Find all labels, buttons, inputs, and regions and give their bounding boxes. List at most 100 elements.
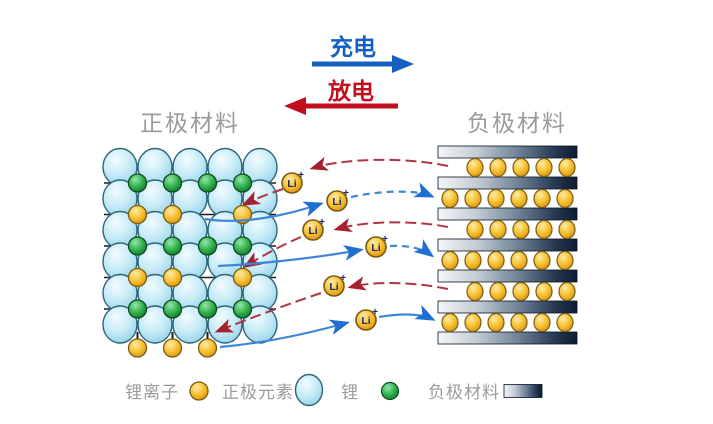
li-ion-site — [162, 338, 183, 358]
li-ion-symbol: Li — [308, 225, 317, 237]
legend: 锂离子 正极元素 锂 负极材料 — [125, 373, 543, 407]
anode-li-ion — [558, 219, 576, 240]
charge-path — [204, 201, 324, 222]
lithium-atom — [232, 299, 253, 319]
anode-li-ion — [512, 157, 530, 178]
legend-label-lithium: 锂 — [341, 383, 359, 402]
li-ion-symbol: Li — [332, 196, 341, 208]
anode-li-ion — [487, 250, 505, 271]
anode-li-ion — [464, 188, 482, 209]
anode-li-ion — [441, 188, 459, 209]
lithium-atom — [162, 299, 183, 319]
lithium-atom — [162, 173, 183, 193]
li-ion-charge: Li+ — [355, 307, 378, 331]
anode-li-ion — [441, 312, 459, 333]
charge-direction: 充电 — [312, 34, 414, 73]
anode-li-ion — [556, 250, 574, 271]
lithium-atom — [127, 236, 148, 256]
cathode-element-atom — [102, 305, 138, 344]
anode-li-ion — [556, 188, 574, 209]
discharge-arrow-head — [284, 97, 306, 115]
li-ion-discharge: Li+ — [302, 217, 325, 241]
anode-li-ion — [533, 188, 551, 209]
li-ion-site — [162, 204, 183, 225]
anode-bar — [437, 331, 578, 345]
anode-li-ion — [510, 312, 528, 333]
charge-arrow-head — [392, 55, 414, 73]
li-ion-site — [127, 204, 148, 225]
anode-li-ion — [464, 250, 482, 271]
lithium-atom — [162, 236, 183, 256]
lithium-atom — [197, 299, 218, 319]
li-ion-charge: Li+ — [326, 188, 349, 212]
ion-paths — [204, 156, 449, 349]
discharge-label: 放电 — [327, 78, 374, 104]
li-ion-body — [302, 219, 324, 241]
anode-bar — [437, 269, 578, 283]
anode-li-ion — [533, 312, 551, 333]
cathode-element-atom — [137, 305, 173, 344]
li-ion-charge-sign: + — [372, 307, 378, 318]
anode-li-ion — [464, 312, 482, 333]
anode-li-ion — [489, 219, 507, 240]
lithium-atom — [127, 299, 148, 319]
li-ion-charge-sign: + — [340, 273, 346, 284]
li-ion-body — [323, 275, 345, 297]
li-ion-charge-sign: + — [298, 170, 304, 181]
legend-label-anode-material: 负极材料 — [428, 383, 500, 402]
anode-li-ion — [533, 250, 551, 271]
anode-li-ion — [510, 188, 528, 209]
li-ion-body — [355, 309, 377, 331]
charge-label: 充电 — [330, 34, 376, 60]
anode-li-ion — [535, 157, 553, 178]
anode-li-ion — [441, 250, 459, 271]
anode-li-ion — [466, 157, 484, 178]
charge-path — [219, 319, 350, 349]
legend-label-li-ion: 锂离子 — [125, 383, 179, 402]
anode-li-ion — [512, 219, 530, 240]
li-ion-site — [127, 267, 148, 288]
li-ion-symbol: Li — [371, 242, 380, 254]
anode-li-ion — [512, 281, 530, 302]
li-ion-charge: Li+ — [365, 234, 388, 258]
lithium-atom — [232, 236, 253, 256]
anode-bar — [437, 176, 578, 190]
lithium-atom — [197, 236, 218, 256]
li-ion-site — [162, 267, 183, 288]
lithium-atom — [197, 173, 218, 193]
anode-label: 负极材料 — [467, 110, 567, 136]
anode-li-ion — [466, 281, 484, 302]
anode-bar — [437, 207, 578, 221]
li-ion-charge-sign: + — [382, 234, 388, 245]
cathode-label: 正极材料 — [140, 110, 240, 136]
li-ion-symbol: Li — [329, 281, 338, 293]
cathode-element-atom — [172, 305, 208, 344]
discharge-direction: 放电 — [284, 78, 398, 115]
li-ion-body — [326, 190, 348, 212]
anode-li-ion — [489, 281, 507, 302]
li-ion-charge-sign: + — [343, 188, 349, 199]
discharge-path — [333, 218, 449, 232]
lithium-atom — [127, 173, 148, 193]
anode-li-ion — [535, 281, 553, 302]
anode-bar — [437, 238, 578, 252]
lithium-icon — [380, 381, 400, 401]
li-ion-symbol: Li — [361, 315, 370, 327]
anode-li-ion — [558, 281, 576, 302]
li-ion-icon — [189, 381, 209, 401]
discharge-path — [241, 188, 284, 206]
anode-li-ion — [487, 312, 505, 333]
legend-label-cathode-element: 正极元素 — [222, 383, 294, 402]
anode-stack — [437, 145, 578, 345]
li-ions: Li+Li+Li+Li+Li+Li+ — [281, 170, 388, 331]
discharge-path — [214, 292, 322, 333]
anode-li-ion — [535, 219, 553, 240]
li-ion-site — [232, 267, 253, 288]
li-ion-site — [197, 338, 218, 358]
charge-path — [389, 239, 435, 258]
anode-li-ion — [558, 157, 576, 178]
anode-li-ion — [556, 312, 574, 333]
discharge-path — [347, 276, 449, 291]
